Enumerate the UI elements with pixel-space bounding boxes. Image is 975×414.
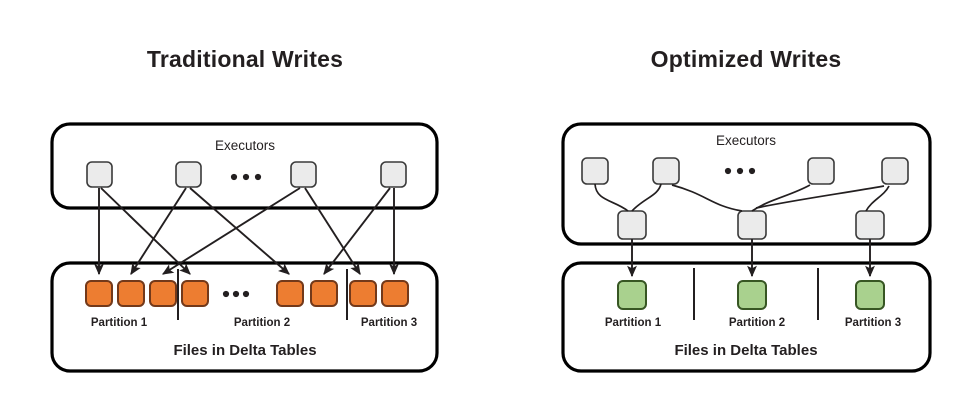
optimized-writes-diagram: Optimized Writes Executors [561,46,932,373]
traditional-executors-panel: Executors [50,122,439,210]
write-arrow [162,187,301,275]
file-node [310,280,338,307]
files-panel-footer: Files in Delta Tables [173,342,316,359]
partition-label: Partition 2 [234,317,290,329]
file-node [349,280,377,307]
file-node [617,280,647,310]
traditional-files-panel: Partition 1 Partition 2 Partition 3 File… [50,261,439,373]
write-arrow [130,187,187,275]
shuffle-executor-node [617,210,647,240]
write-arrow [304,187,361,275]
executor-node [86,161,113,188]
partition-label: Partition 3 [845,317,901,329]
executor-node [290,161,317,188]
partition-label: Partition 2 [729,317,785,329]
partition-label: Partition 3 [361,317,417,329]
executor-node [652,157,680,185]
optimized-executors-panel: Executors [561,122,932,246]
shuffle-curves [594,183,890,212]
partition-label: Partition 1 [91,317,148,329]
executors-panel-outline [561,122,932,246]
executor-node [807,157,835,185]
file-node [381,280,409,307]
executors-ellipsis-icon [230,173,262,181]
file-node [737,280,767,310]
write-arrow [323,187,391,275]
executors-panel-label: Executors [215,138,275,153]
optimized-writes-title: Optimized Writes [651,46,842,72]
file-node [149,280,177,307]
shuffle-executor-node [737,210,767,240]
shuffle-curve [631,183,662,212]
executors-panel-label: Executors [716,133,776,148]
write-arrow [189,187,290,275]
shuffle-curve [594,183,629,212]
file-node [85,280,113,307]
files-panel-outline [561,261,932,373]
files-ellipsis-icon [222,290,250,298]
shuffle-curve [865,185,890,212]
traditional-write-arrows [94,187,399,276]
file-node [117,280,145,307]
files-panel-outline [50,261,439,373]
file-node [181,280,209,307]
optimized-write-arrows [627,239,875,278]
file-node [276,280,304,307]
file-node [855,280,885,310]
executor-node [175,161,202,188]
executors-ellipsis-icon [724,167,756,175]
executor-node [581,157,609,185]
executors-panel-outline [50,122,439,210]
shuffle-executor-node [855,210,885,240]
executor-node [380,161,407,188]
files-panel-footer: Files in Delta Tables [674,342,817,359]
shuffle-curve [755,185,885,209]
traditional-writes-title: Traditional Writes [147,46,343,72]
write-arrow [100,187,191,275]
traditional-writes-diagram: Traditional Writes Executors [50,46,439,373]
optimized-files-panel: Partition 1 Partition 2 Partition 3 File… [561,261,932,373]
partition-label: Partition 1 [605,317,662,329]
shuffle-curve [671,184,743,212]
executor-node [881,157,909,185]
